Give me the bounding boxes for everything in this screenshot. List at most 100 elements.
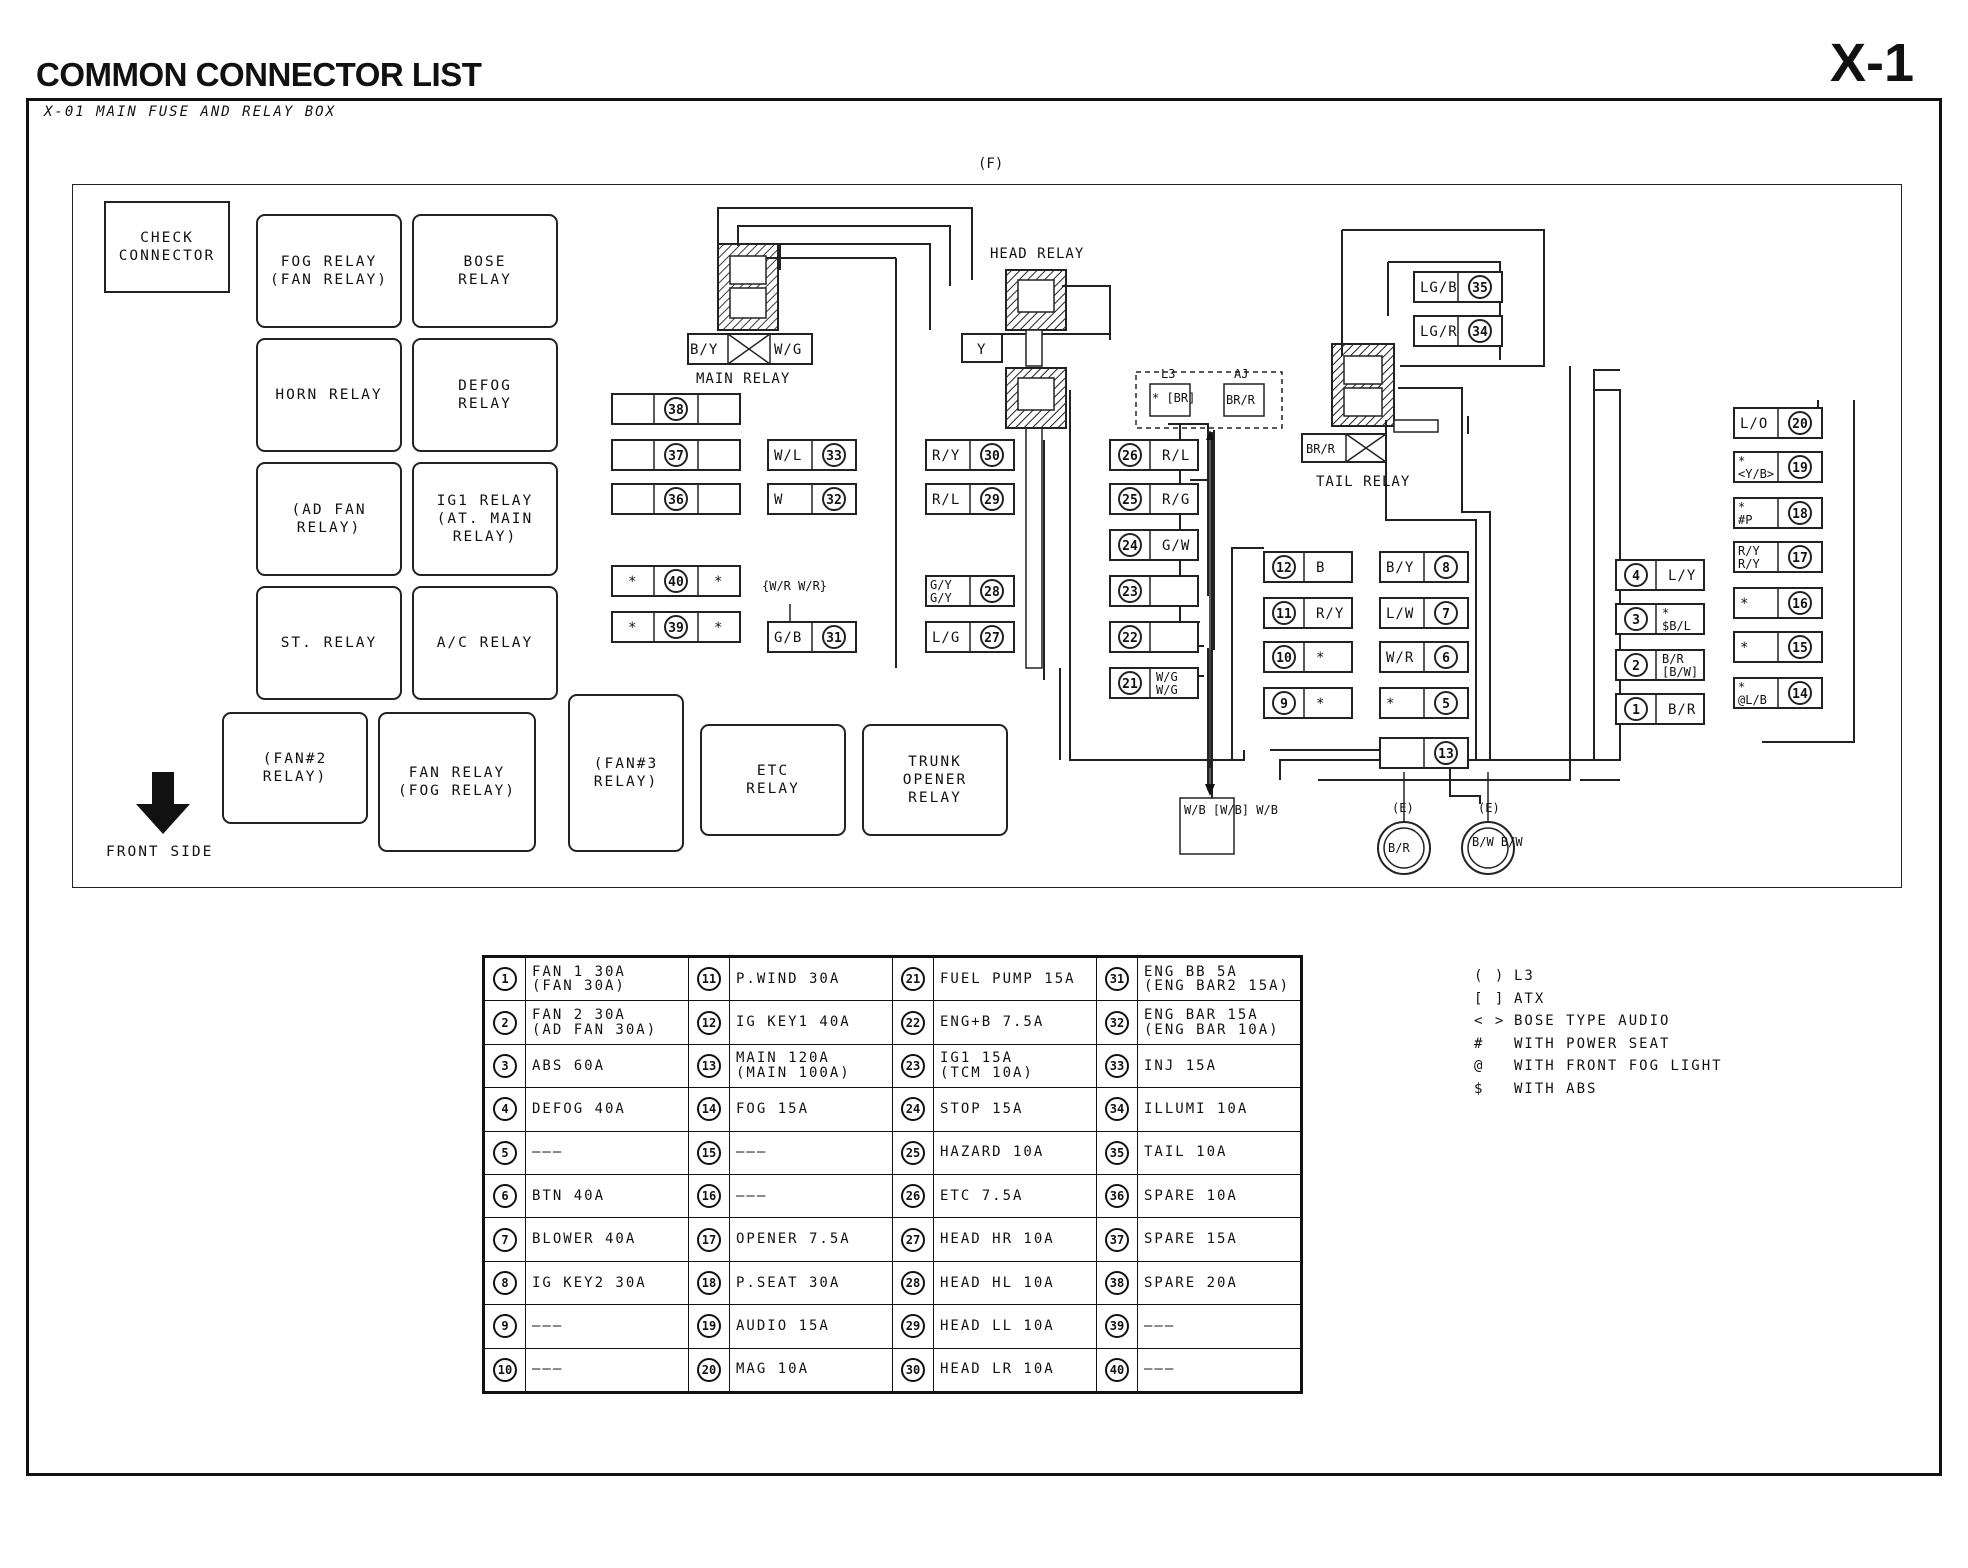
fuse-slot-wire: * xyxy=(1386,696,1395,712)
fuse-number: 30 xyxy=(901,1357,925,1382)
head-relay-y-terminal: Y xyxy=(977,342,986,358)
fuse-label-cell: ENG BAR 15A(ENG BAR 10A) xyxy=(1137,1000,1302,1045)
fuse-number-cell: 31 xyxy=(1096,955,1138,1002)
legend-symbol: # xyxy=(1474,1035,1485,1052)
front-side-label: FRONT SIDE xyxy=(106,844,214,860)
fuse-slot-number: 27 xyxy=(984,631,1000,646)
fuse-slot-wire-left: * xyxy=(628,574,637,590)
aj-label: AJ xyxy=(1234,367,1248,381)
fuse-slot-wire: LG/R xyxy=(1420,324,1458,340)
fuse-number: 38 xyxy=(1105,1270,1129,1295)
fuse-label-cell: ETC 7.5A xyxy=(933,1173,1097,1219)
fuse-number-cell: 23 xyxy=(892,1043,934,1089)
legend-item: ( )L3 xyxy=(1474,968,1535,984)
fuse-number: 24 xyxy=(901,1097,925,1122)
fuse-number: 14 xyxy=(697,1097,721,1122)
fuse-number: 20 xyxy=(697,1357,721,1382)
fuse-label-cell: HEAD HR 10A xyxy=(933,1217,1097,1262)
fuse-slot-number: 17 xyxy=(1792,551,1808,566)
fuse-slot-wire: * xyxy=(1316,650,1325,666)
fuse-number-cell: 7 xyxy=(483,1217,526,1262)
fuse-box-outline xyxy=(72,184,1902,888)
fuse-number-cell: 37 xyxy=(1096,1217,1138,1262)
fuse-slot-number: 24 xyxy=(1122,539,1138,554)
legend-text: ATX xyxy=(1514,990,1546,1007)
fuse-label-cell: SPARE 15A xyxy=(1137,1217,1302,1262)
fuse-label-cell: ABS 60A xyxy=(525,1043,689,1089)
fuse-slot-wire: $B/L xyxy=(1662,619,1691,633)
fuse-slot-number: 5 xyxy=(1442,697,1450,712)
fuse-slot-24: G/W24 xyxy=(1109,529,1199,561)
fuse-slot-16: *16 xyxy=(1733,587,1823,619)
fuse-number-cell: 14 xyxy=(688,1087,730,1132)
legend-text: WITH FRONT FOG LIGHT xyxy=(1514,1058,1723,1074)
fuse-number-cell: 2 xyxy=(483,1000,526,1045)
fuse-label-cell: ——— xyxy=(729,1173,893,1219)
fuse-number: 21 xyxy=(901,967,925,992)
fuse-slot-number: 34 xyxy=(1472,325,1488,340)
fuse-slot-number: 26 xyxy=(1122,449,1138,464)
fuse-slot-4: L/Y4 xyxy=(1615,559,1705,591)
fuse-slot-number: 7 xyxy=(1442,607,1450,622)
fuse-slot-9: *9 xyxy=(1263,687,1353,719)
fuse-slot-number: 38 xyxy=(668,403,684,418)
fuse-slot-wire: LG/B xyxy=(1420,280,1458,296)
fuse-number: 11 xyxy=(697,967,721,992)
fuse-number-cell: 1 xyxy=(483,955,526,1002)
fuse-slot-wire: R/Y xyxy=(1738,544,1760,558)
fuse-slot-wire: R/G xyxy=(1162,492,1190,508)
fuse-slot-number: 13 xyxy=(1438,747,1454,762)
fuse-slot-number: 15 xyxy=(1792,641,1808,656)
fuse-slot-wire: W xyxy=(774,492,783,508)
fuse-number-cell: 22 xyxy=(892,1000,934,1045)
fuse-slot-wire: B/R xyxy=(1662,652,1684,666)
fuse-slot-2: B/R[B/W]2 xyxy=(1615,649,1705,681)
fuse-label-cell: FUEL PUMP 15A xyxy=(933,955,1097,1002)
legend-symbol: < > xyxy=(1474,1013,1506,1029)
fuse-number: 37 xyxy=(1105,1227,1129,1252)
fuse-label-cell: MAG 10A xyxy=(729,1347,893,1393)
fuse-number-cell: 17 xyxy=(688,1217,730,1262)
fuse-number-cell: 3 xyxy=(483,1043,526,1089)
fuse-number-cell: 15 xyxy=(688,1130,730,1175)
relay-ad-fan: (AD FAN RELAY) xyxy=(256,462,402,576)
relay-fan: FAN RELAY (FOG RELAY) xyxy=(378,712,536,852)
fuse-slot-number: 33 xyxy=(826,449,842,464)
fuse-number: 2 xyxy=(493,1010,517,1035)
fuse-number: 12 xyxy=(697,1010,721,1035)
fuse-slot-wire: G/Y xyxy=(930,578,952,592)
fuse-slot-12: B12 xyxy=(1263,551,1353,583)
fuse-slot-wire: G/B xyxy=(774,630,802,646)
fuse-slot-number: 18 xyxy=(1792,507,1808,522)
relay-ac: A/C RELAY xyxy=(412,586,558,700)
fuse-label-cell: DEFOG 40A xyxy=(525,1087,689,1132)
fuse-slot-11: R/Y11 xyxy=(1263,597,1353,629)
fuse-number: 31 xyxy=(1105,967,1129,992)
fuse-slot-wire: B xyxy=(1316,560,1325,576)
fuse-number: 17 xyxy=(697,1227,721,1252)
fuse-slot-40: **40 xyxy=(611,565,741,597)
page-title: COMMON CONNECTOR LIST xyxy=(36,56,482,93)
fuse-number-cell: 9 xyxy=(483,1304,526,1349)
fuse-slot-number: 20 xyxy=(1792,417,1808,432)
fuse-slot-wire: * xyxy=(1738,680,1745,694)
fuse-label-cell: AUDIO 15A xyxy=(729,1304,893,1349)
head-relay xyxy=(961,269,1067,669)
fuse-number: 15 xyxy=(697,1140,721,1165)
e-label-1: (E) xyxy=(1392,801,1414,815)
fuse-slot-number: 8 xyxy=(1442,561,1450,576)
fuse-slot-number: 25 xyxy=(1122,493,1138,508)
fuse-label-cell: ——— xyxy=(525,1347,689,1393)
fuse-slot-wire: * xyxy=(1316,696,1325,712)
fuse-number: 35 xyxy=(1105,1140,1129,1165)
fuse-number-cell: 21 xyxy=(892,955,934,1002)
main-relay xyxy=(687,243,813,365)
legend-item: #WITH POWER SEAT xyxy=(1474,1036,1670,1052)
fuse-number: 19 xyxy=(697,1314,721,1339)
